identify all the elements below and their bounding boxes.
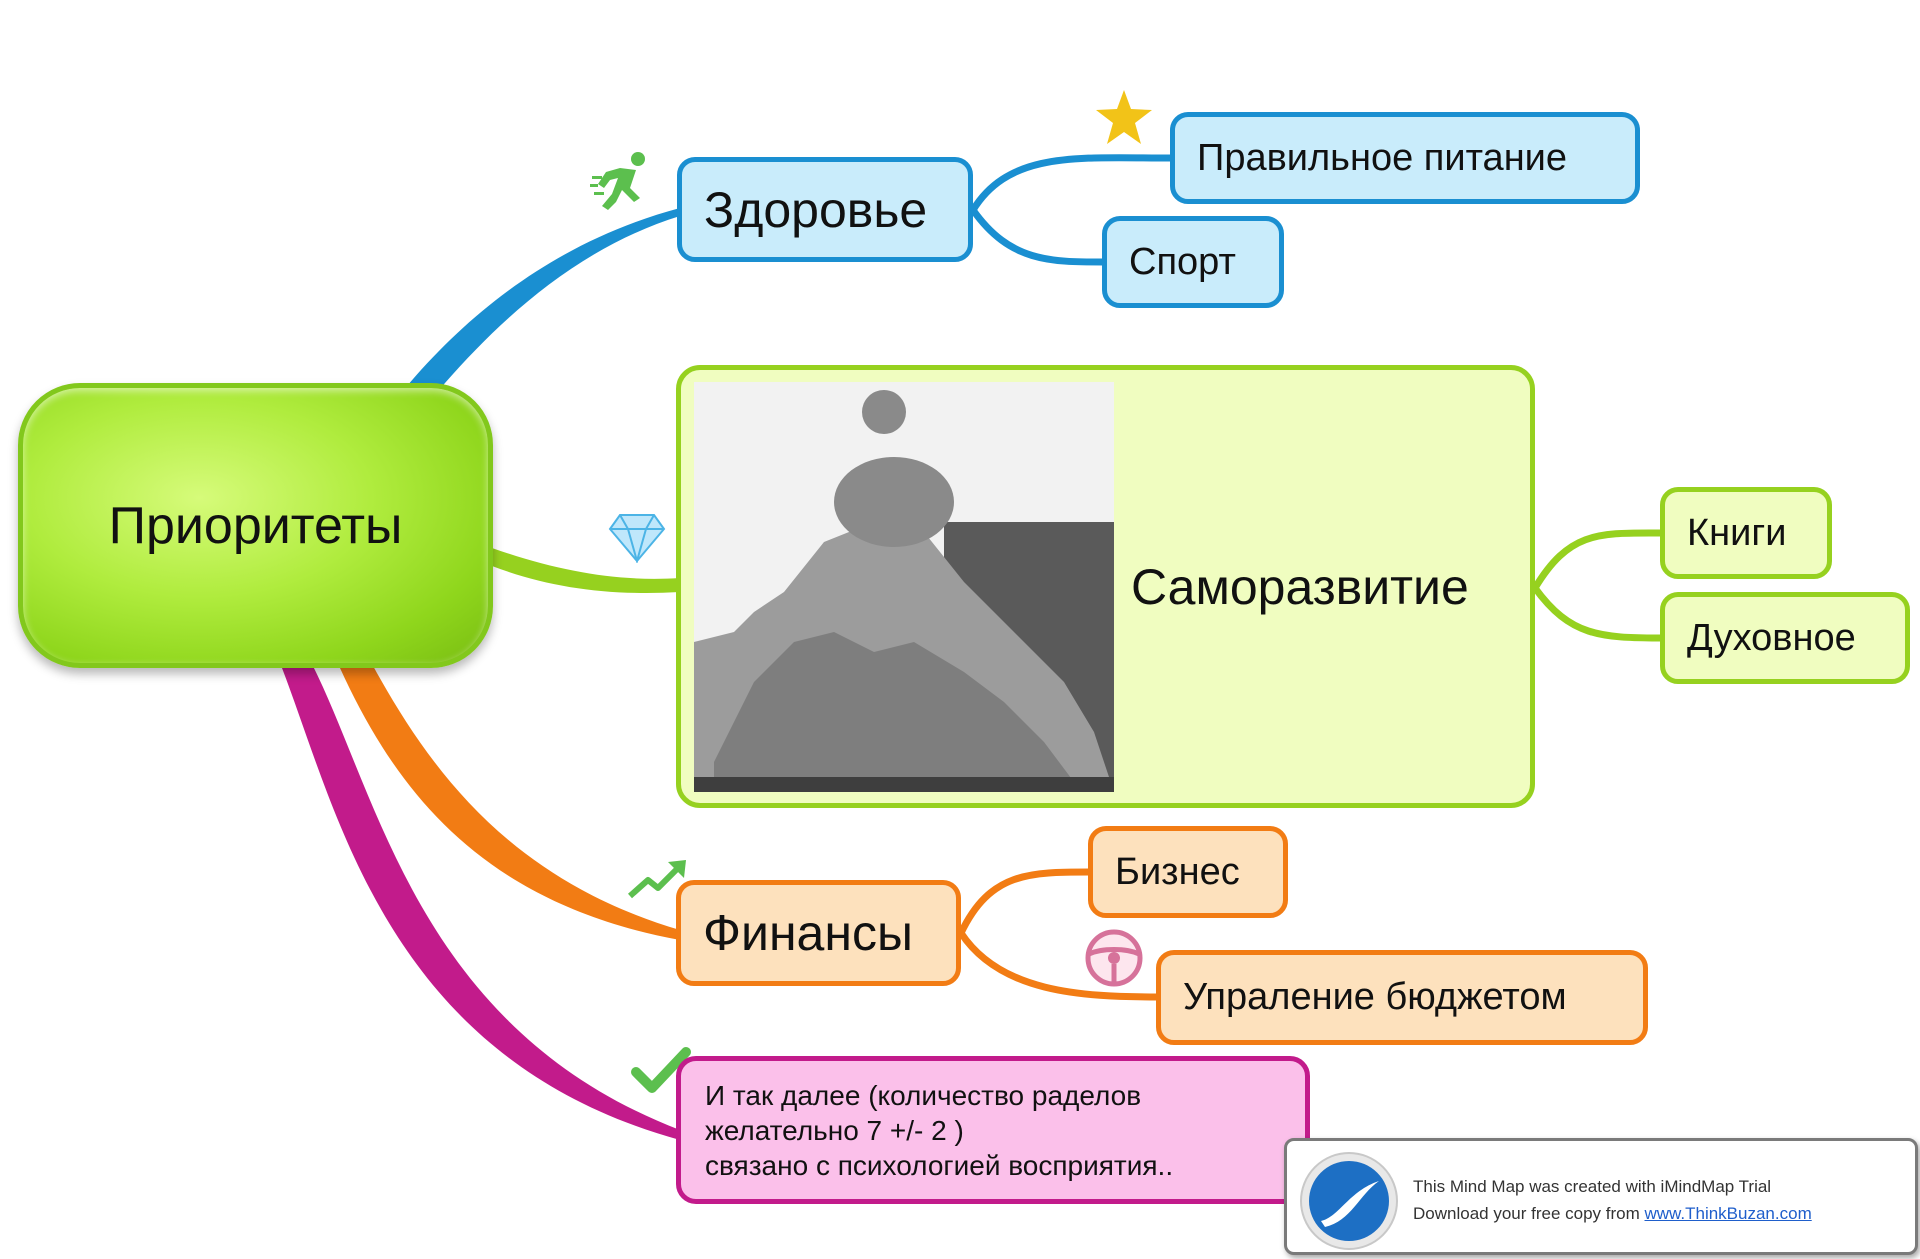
- topic-business[interactable]: Бизнес: [1088, 826, 1288, 918]
- sub-line-budget: [958, 931, 1159, 1001]
- sub-line-business: [957, 868, 1091, 935]
- topic-self-development[interactable]: Саморазвитие: [676, 365, 1535, 808]
- topic-and-so-on[interactable]: И так далее (количество раделов желатель…: [676, 1056, 1310, 1204]
- topic-books[interactable]: Книги: [1660, 487, 1832, 579]
- topic-self-development-label: Саморазвитие: [1131, 558, 1469, 615]
- topic-finance[interactable]: Финансы: [676, 880, 961, 986]
- branch-line-etc: [282, 664, 680, 1140]
- sub-line-food: [970, 154, 1173, 212]
- topic-spiritual[interactable]: Духовное: [1660, 592, 1910, 684]
- steering-wheel-icon: [1085, 929, 1143, 987]
- sub-line-books: [1532, 529, 1663, 590]
- central-topic[interactable]: Приоритеты: [18, 383, 493, 668]
- checkmark-icon: [631, 1047, 691, 1093]
- sub-line-sport: [970, 207, 1105, 266]
- trial-banner-line-2: Download your free copy from www.ThinkBu…: [1413, 1200, 1812, 1227]
- branch-line-self: [492, 548, 680, 593]
- trial-banner: This Mind Map was created with iMindMap …: [1284, 1138, 1918, 1255]
- topic-and-so-on-line-1: И так далее (количество раделов: [705, 1079, 1142, 1111]
- topic-business-label: Бизнес: [1115, 850, 1240, 893]
- topic-budget-management[interactable]: Упраление бюджетом: [1156, 950, 1648, 1045]
- trial-banner-prefix: Download your free copy from: [1413, 1204, 1645, 1223]
- topic-budget-management-label: Упраление бюджетом: [1183, 976, 1567, 1018]
- topic-and-so-on-line-3: связано с психологией восприятия..: [705, 1149, 1174, 1181]
- thinkbuzan-link[interactable]: www.ThinkBuzan.com: [1644, 1204, 1812, 1223]
- runner-icon: [590, 152, 645, 210]
- imindmap-logo-icon: [1300, 1152, 1398, 1250]
- topic-healthy-food-label: Правильное питание: [1197, 136, 1568, 179]
- topic-finance-label: Финансы: [703, 905, 913, 961]
- topic-spiritual-label: Духовное: [1687, 616, 1856, 659]
- sub-line-spirit: [1532, 585, 1663, 642]
- bodybuilder-statue-photo: [694, 382, 1114, 792]
- topic-health[interactable]: Здоровье: [677, 157, 973, 262]
- topic-and-so-on-line-2: желательно 7 +/- 2 ): [705, 1114, 964, 1146]
- branch-line-health: [402, 208, 680, 398]
- topic-healthy-food[interactable]: Правильное питание: [1170, 112, 1640, 204]
- branch-line-finance: [340, 664, 680, 940]
- topic-books-label: Книги: [1687, 511, 1787, 554]
- trial-banner-line-1: This Mind Map was created with iMindMap …: [1413, 1177, 1772, 1196]
- topic-health-label: Здоровье: [704, 181, 928, 238]
- topic-sport[interactable]: Спорт: [1102, 216, 1284, 308]
- central-topic-label: Приоритеты: [108, 496, 403, 555]
- trend-up-icon: [628, 860, 686, 899]
- star-icon: [1096, 90, 1152, 144]
- topic-sport-label: Спорт: [1129, 240, 1236, 283]
- diamond-icon: [608, 514, 666, 563]
